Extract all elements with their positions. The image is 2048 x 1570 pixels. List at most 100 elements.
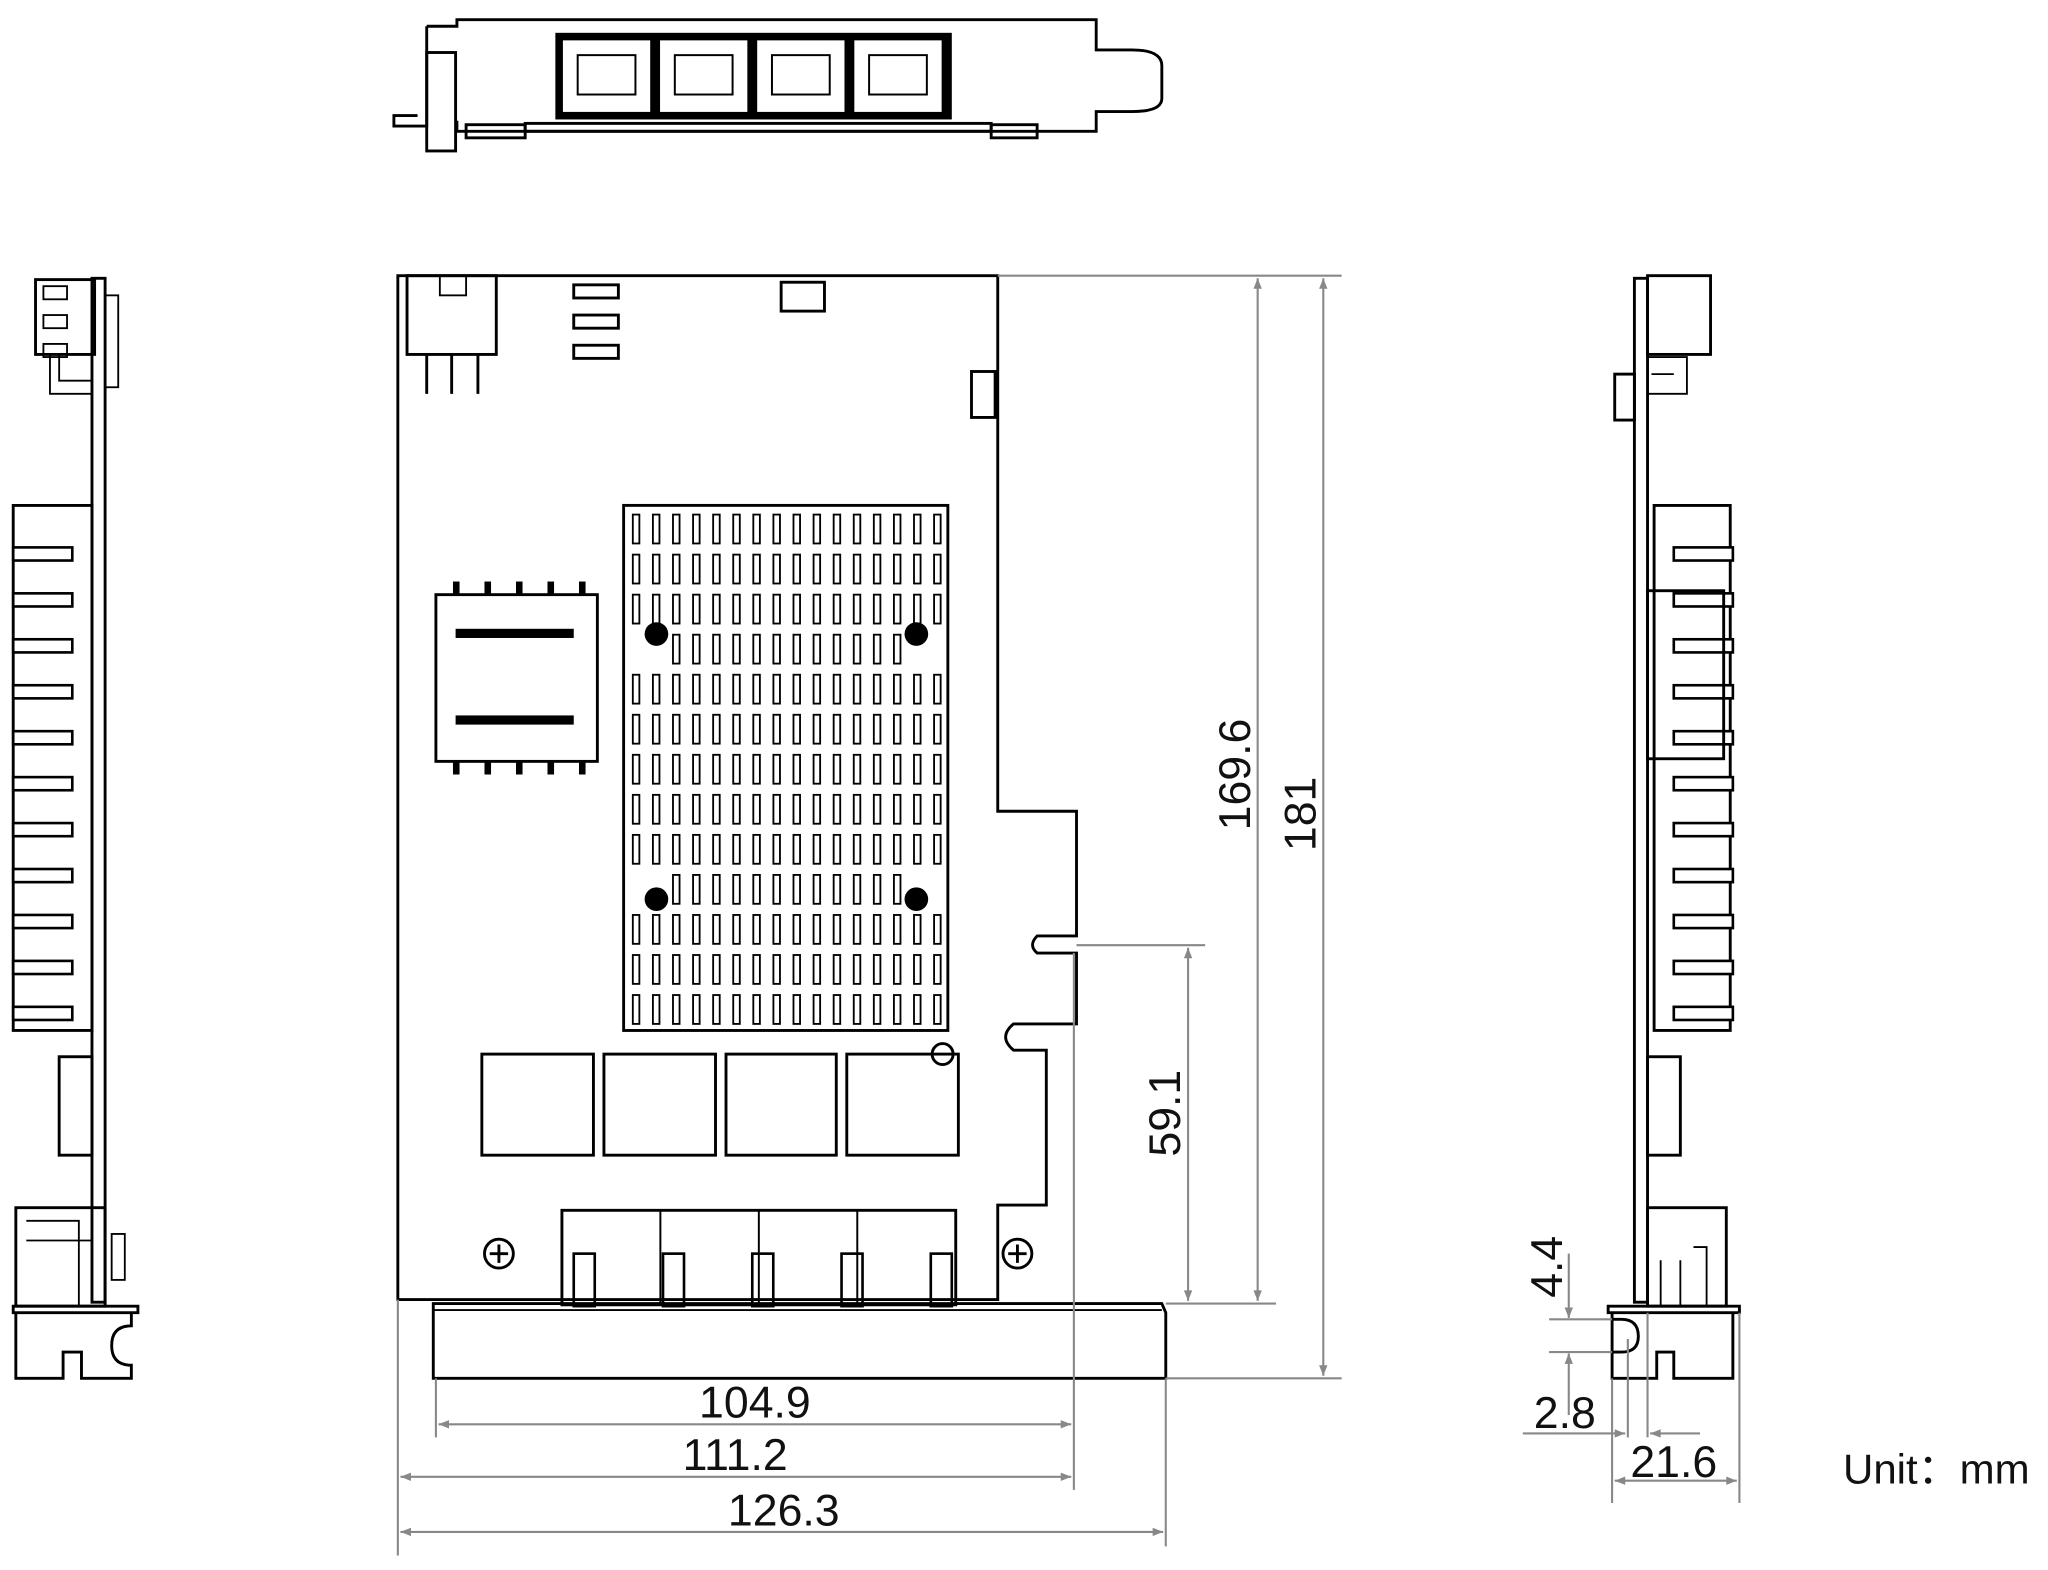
- heatsink-fin-gap: [1672, 1005, 1735, 1022]
- port-latch: [572, 1252, 597, 1308]
- heatsink-fin: [872, 513, 882, 545]
- heatsink-fin: [852, 994, 862, 1025]
- heatsink-fin: [892, 713, 902, 745]
- heatsink-fin-gap: [11, 867, 74, 884]
- heatsink-fin-gap: [1672, 913, 1735, 930]
- dimension-labels: 169.6 181 59.1 104.9 111.2 126.3 4.4 2.8…: [683, 719, 2030, 1536]
- heatsink-fin: [672, 753, 681, 785]
- heatsink-fin: [872, 593, 882, 625]
- heatsink-fin: [712, 833, 721, 865]
- heatsink-fin: [712, 753, 721, 785]
- heatsink-fin: [712, 513, 721, 545]
- heatsink-fin: [712, 713, 721, 745]
- heatsink-fin-gap: [11, 775, 74, 792]
- heatsink-fin: [631, 513, 641, 545]
- heatsink-fin: [712, 553, 721, 585]
- heatsink-fin: [852, 513, 862, 545]
- heatsink-fin: [631, 753, 641, 785]
- heatsink-fin: [732, 673, 741, 705]
- heatsink-fin: [792, 833, 801, 865]
- heatsink-fin: [832, 673, 842, 705]
- heatsink-fin: [832, 914, 842, 945]
- heatsink-fin: [651, 753, 661, 785]
- heatsink-fin: [852, 833, 862, 865]
- heatsink-fin: [892, 753, 902, 785]
- heatsink-fin-gap: [11, 821, 74, 838]
- port-latch: [750, 1252, 775, 1308]
- heatsink-fin: [672, 593, 681, 625]
- heatsink-fin: [872, 553, 882, 585]
- heatsink-fin: [732, 874, 741, 905]
- heatsink-fin: [631, 994, 641, 1025]
- heatsink-fin: [812, 954, 822, 985]
- heatsink-fin: [752, 874, 761, 905]
- heatsink-fin: [852, 673, 862, 705]
- heatsink-fin: [933, 593, 942, 625]
- heatsink-fin: [892, 994, 902, 1025]
- dim-tab-gap: 4.4: [1523, 1236, 1572, 1298]
- heatsink-fin-gap: [11, 959, 74, 976]
- heatsink-fin-gap: [1672, 592, 1735, 608]
- heatsink-fin: [712, 914, 721, 945]
- heatsink-fin: [933, 793, 942, 825]
- heatsink-fin: [672, 954, 681, 985]
- heatsink-fin: [631, 793, 641, 825]
- heatsink-fin-gap: [1672, 959, 1735, 976]
- heatsink-fin: [732, 753, 741, 785]
- heatsink-fin: [732, 994, 741, 1025]
- chip-pin: [452, 761, 460, 775]
- dim-overall-height: 181: [1276, 777, 1325, 851]
- heatsink-fin: [631, 553, 641, 585]
- rj45-port-opening: [673, 54, 734, 96]
- heatsink-fin: [692, 994, 701, 1025]
- heatsink-fin: [933, 673, 942, 705]
- heatsink-fin: [872, 753, 882, 785]
- heatsink-fin: [852, 753, 862, 785]
- heatsink-fin: [852, 593, 862, 625]
- heatsink-fin: [672, 553, 681, 585]
- heatsink-fin: [732, 914, 741, 945]
- heatsink-fin: [651, 833, 661, 865]
- heatsink-fin: [852, 553, 862, 585]
- heatsink-fin: [631, 593, 641, 625]
- heatsink-fin: [712, 793, 721, 825]
- heatsink-fin: [651, 994, 661, 1025]
- heatsink-fin: [872, 994, 882, 1025]
- heatsink-fin-gap: [1672, 729, 1735, 746]
- heatsink-fin: [812, 633, 822, 665]
- heatsink-fin: [752, 713, 761, 745]
- heatsink-fin: [913, 793, 922, 825]
- dim-edge-connector-height: 59.1: [1141, 1070, 1190, 1157]
- heatsink-fin: [752, 553, 761, 585]
- heatsink-fin: [752, 833, 761, 865]
- rj45-port: [560, 38, 653, 114]
- heatsink-fin: [872, 954, 882, 985]
- rj45-port-opening: [576, 54, 637, 96]
- heatsink-fin-gap: [11, 729, 74, 746]
- heatsink-fin-gap: [11, 1005, 74, 1022]
- chip-pin: [484, 581, 492, 595]
- heatsink-fin: [772, 753, 781, 785]
- heatsink-fin: [752, 633, 761, 665]
- heatsink-fin: [913, 593, 922, 625]
- heatsink-fin: [812, 874, 822, 905]
- heatsink-fin: [732, 633, 741, 665]
- heatsink-fin: [792, 793, 801, 825]
- heatsink-fin: [812, 673, 822, 705]
- heatsink-fin: [692, 713, 701, 745]
- dimension-lines: [396, 274, 1741, 1556]
- heatsink-fin: [872, 793, 882, 825]
- heatsink-fin: [672, 874, 681, 905]
- heatsink-fin: [872, 874, 882, 905]
- heatsink-fin: [792, 513, 801, 545]
- heatsink-fin: [772, 633, 781, 665]
- heatsink-fin: [692, 513, 701, 545]
- heatsink-fin: [913, 673, 922, 705]
- heatsink-fin: [631, 673, 641, 705]
- heatsink-fin: [692, 793, 701, 825]
- heatsink-fin: [792, 994, 801, 1025]
- heatsink-fin: [832, 553, 842, 585]
- heatsink-fin-gap: [11, 683, 74, 700]
- heatsink-fin: [792, 633, 801, 665]
